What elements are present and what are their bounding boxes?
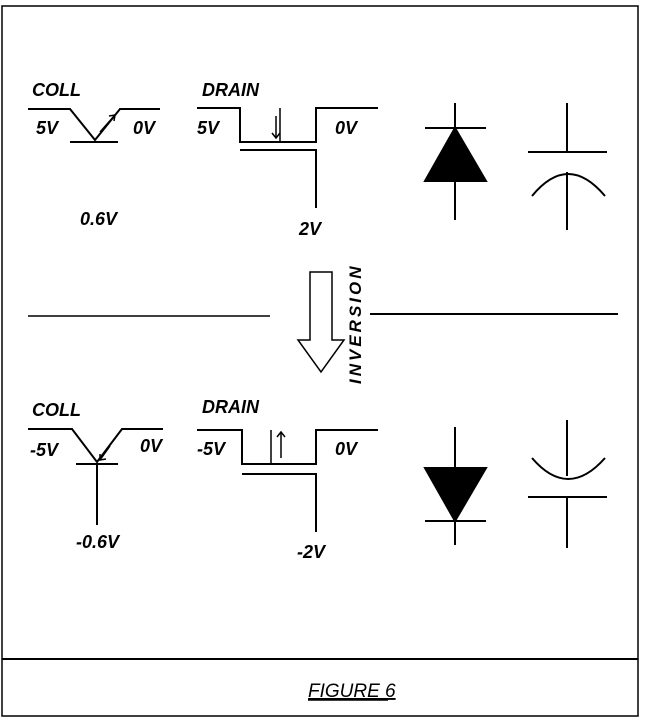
top-drain-bottom-voltage: 2V (298, 219, 323, 239)
bottom-drain-bottom-voltage: -2V (297, 542, 327, 562)
top-drain-left-voltage: 5V (197, 118, 221, 138)
bottom-drain-right-voltage: 0V (335, 439, 359, 459)
bottom-capacitor-symbol (528, 420, 607, 548)
bottom-drain-lower-line (242, 473, 317, 532)
top-drain-arrowhead (271, 132, 281, 140)
top-coll-arrow (99, 114, 116, 133)
bottom-coll-curve (28, 428, 163, 464)
bottom-drain-well (197, 429, 378, 465)
bottom-coll-right-voltage: 0V (140, 436, 164, 456)
bottom-coll-label: COLL (32, 400, 81, 420)
bottom-drain-arrowhead (276, 430, 286, 438)
top-coll-curve (28, 108, 160, 142)
top-drain-lower-line (240, 149, 317, 208)
inversion-label: INVERSION (346, 263, 365, 384)
top-drain-well (197, 107, 378, 143)
figure-frame (1, 5, 639, 717)
top-coll-left-voltage: 5V (36, 118, 60, 138)
bottom-drain-label: DRAIN (202, 397, 260, 417)
bottom-coll-arrow (99, 445, 111, 461)
top-drain-group: DRAIN 5V 0V 2V (197, 80, 378, 239)
top-coll-bottom-voltage: 0.6V (80, 209, 119, 229)
top-drain-right-voltage: 0V (335, 118, 359, 138)
top-drain-label: DRAIN (202, 80, 260, 100)
bottom-diode-symbol (423, 427, 488, 545)
bottom-coll-bottom-voltage: -0.6V (76, 532, 121, 552)
top-capacitor-symbol (528, 103, 607, 230)
top-coll-label: COLL (32, 80, 81, 100)
bottom-coll-arrowhead (99, 454, 107, 461)
bottom-coll-left-voltage: -5V (30, 440, 60, 460)
bottom-coll-group: COLL -5V 0V -0.6V (28, 400, 164, 552)
figure-caption: FIGURE 6 (308, 681, 396, 702)
bottom-drain-group: DRAIN -5V 0V -2V (197, 397, 378, 562)
bottom-drain-left-voltage: -5V (197, 439, 227, 459)
top-coll-right-voltage: 0V (133, 118, 157, 138)
top-coll-arrowhead (108, 114, 116, 122)
top-coll-group: COLL 5V 0V 0.6V (28, 80, 160, 229)
inversion-arrow (296, 271, 346, 374)
top-diode-symbol (423, 103, 488, 220)
